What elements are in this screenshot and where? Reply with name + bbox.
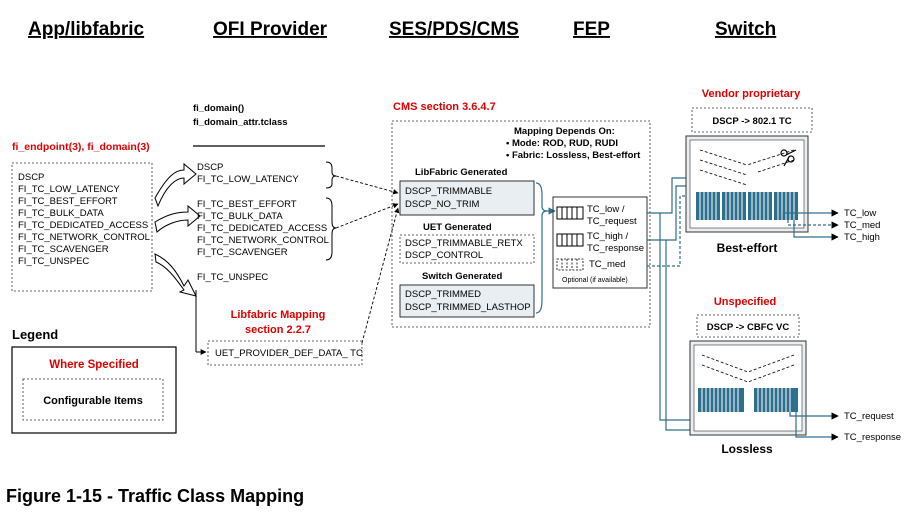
cms-box <box>391 120 651 328</box>
provider-default: UET_PROVIDER_DEF_DATA_ TC <box>215 348 363 359</box>
queue-icon-3 <box>556 258 584 271</box>
curved-arrows <box>154 162 201 297</box>
fep-optional: Optional (if available) <box>562 277 628 284</box>
ofi-group1-item: DSCP <box>197 162 223 173</box>
app-list-item: FI_TC_DEDICATED_ACCESS <box>18 220 148 231</box>
fep-switch-links <box>647 177 690 431</box>
unspec-map: DSCP -> CBFC VC <box>707 322 790 333</box>
dashed-arrow-default <box>361 207 400 344</box>
endpoint-label: fi_endpoint(3), fi_domain(3) <box>12 141 150 153</box>
header-app: App/libfabric <box>28 19 145 40</box>
fep-tc1-line2: TC_request <box>587 216 637 227</box>
cms-brace <box>535 182 548 314</box>
brace-group2 <box>325 197 337 261</box>
libfabric-mapping-title2: section 2.2.7 <box>245 324 311 336</box>
ll-output: TC_response <box>844 432 901 443</box>
link-tc3-be <box>647 195 686 267</box>
ofi-domain-line2: fi_domain_attr.tclass <box>193 117 288 128</box>
be-output-links <box>782 209 839 241</box>
fep-box <box>552 196 648 289</box>
best-effort-label: Best-effort <box>717 241 778 255</box>
curved-arrow-3 <box>154 253 197 297</box>
curved-arrow-2 <box>154 204 201 233</box>
queue-icon-2 <box>556 233 584 247</box>
provider-default-box <box>207 340 363 366</box>
curved-arrow-1 <box>154 162 197 208</box>
scissors-icon <box>780 149 797 167</box>
dashed-arrow-group2 <box>335 203 399 229</box>
link-tc1-ll <box>659 213 690 421</box>
ofi-group1-item: FI_TC_LOW_LATENCY <box>197 174 299 185</box>
uet-generated-label: UET Generated <box>423 222 492 233</box>
libfabric-generated-label: LibFabric Generated <box>415 167 508 178</box>
libfabric-item: DSCP_TRIMMABLE <box>405 186 492 197</box>
app-list-item: FI_TC_BULK_DATA <box>18 208 104 219</box>
legend-configurable: Configurable Items <box>43 395 143 407</box>
fep-tc3: TC_med <box>589 259 625 270</box>
switch-item: DSCP_TRIMMED_LASTHOP <box>405 302 531 313</box>
link-tc2-ll <box>665 240 690 431</box>
vendor-proprietary-label: Vendor proprietary <box>702 88 801 100</box>
vendor-map-box <box>691 107 813 133</box>
traffic-class-diagram: App/libfabric OFI Provider SES/PDS/CMS F… <box>11 19 901 456</box>
header-fep: FEP <box>573 19 610 40</box>
app-list-item: FI_TC_LOW_LATENCY <box>18 184 120 195</box>
ofi-unspec: FI_TC_UNSPEC <box>197 272 268 283</box>
queue-icon-1 <box>556 206 584 220</box>
ofi-group2-item: FI_TC_SCAVENGER <box>197 247 288 258</box>
switch-generated-label: Switch Generated <box>422 271 502 282</box>
legend-box <box>11 346 177 434</box>
ofi-domain-line1: fi_domain() <box>193 103 244 114</box>
fep-tc1-line1: TC_low / <box>587 204 625 215</box>
fep-tc2-line2: TC_response <box>587 243 644 254</box>
uet-item: DSCP_CONTROL <box>405 250 483 261</box>
unspecified-label: Unspecified <box>714 296 776 308</box>
link-tc2-be <box>647 185 686 241</box>
libfabric-mapping-title1: Libfabric Mapping <box>231 309 326 321</box>
app-list-item: DSCP <box>18 172 44 183</box>
header-ses-pds-cms: SES/PDS/CMS <box>389 19 519 40</box>
fep-tc2-line1: TC_high / <box>587 231 629 242</box>
vendor-map: DSCP -> 802.1 TC <box>712 116 791 127</box>
app-list-item: FI_TC_UNSPEC <box>18 256 89 267</box>
app-list: DSCP FI_TC_LOW_LATENCY FI_TC_BEST_EFFORT… <box>18 172 150 267</box>
switch-item: DSCP_TRIMMED <box>405 289 481 300</box>
uet-item: DSCP_TRIMMABLE_RETX <box>405 238 523 249</box>
app-list-item: FI_TC_SCAVENGER <box>18 244 109 255</box>
be-output: TC_med <box>844 220 880 231</box>
ofi-group2-item: FI_TC_BULK_DATA <box>197 211 283 222</box>
brace-group1 <box>325 161 337 189</box>
legend-where-specified: Where Specified <box>49 359 138 371</box>
dashed-arrow-group1 <box>335 175 399 195</box>
be-output: TC_high <box>844 232 880 243</box>
ofi-group2-item: FI_TC_BEST_EFFORT <box>197 199 297 210</box>
legend-configurable-box <box>22 378 164 421</box>
depends-title: Mapping Depends On: <box>514 126 615 137</box>
be-output: TC_low <box>844 208 876 219</box>
best-effort-switch <box>685 135 809 233</box>
ll-output: TC_request <box>844 411 894 422</box>
app-list-box <box>11 162 153 292</box>
depends-item: • Mode: ROD, RUD, RUDI <box>506 138 618 149</box>
ofi-group2-item: FI_TC_DEDICATED_ACCESS <box>197 223 327 234</box>
lossless-label: Lossless <box>721 442 773 456</box>
legend-title: Legend <box>12 327 58 342</box>
switch-generated-box <box>399 284 535 318</box>
lossless-switch <box>689 340 807 436</box>
libfabric-generated-box <box>399 180 535 216</box>
unspec-map-box <box>696 314 800 338</box>
figure-caption: Figure 1-15 - Traffic Class Mapping <box>6 486 305 506</box>
header-switch: Switch <box>715 19 776 40</box>
libfabric-item: DSCP_NO_TRIM <box>405 199 480 210</box>
depends-item: • Fabric: Lossless, Best-effort <box>506 150 641 161</box>
app-list-item: FI_TC_NETWORK_CONTROL <box>18 232 150 243</box>
app-list-item: FI_TC_BEST_EFFORT <box>18 196 118 207</box>
uet-generated-box <box>399 234 535 264</box>
header-ofi-provider: OFI Provider <box>213 19 328 40</box>
ofi-group2-item: FI_TC_NETWORK_CONTROL <box>197 235 329 246</box>
ll-output-links <box>789 412 839 441</box>
cms-title: CMS section 3.6.4.7 <box>393 101 496 113</box>
